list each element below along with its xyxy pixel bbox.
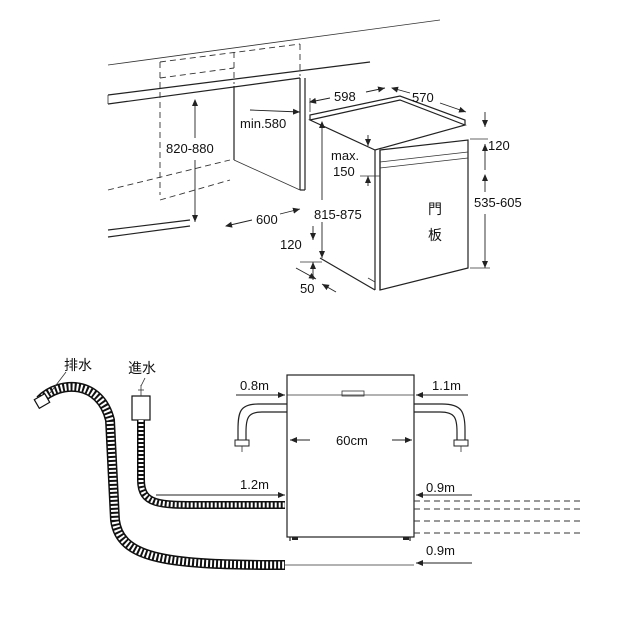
dim-right-1-1m: 1.1m	[414, 378, 469, 452]
dim-plinth: 120 50	[280, 226, 337, 296]
hose-drawing: 排水 進水	[33, 358, 582, 570]
dim-left-0-8m: 0.8m	[234, 378, 287, 452]
dim-60cm: 60cm	[290, 433, 412, 448]
installation-drawing: 820-880 min.580 600 門 板	[107, 19, 522, 296]
label-plinth-120: 120	[280, 237, 302, 252]
label-1-2m: 1.2m	[240, 477, 269, 492]
dim-570: 570	[391, 86, 467, 113]
dim-820-880: 820-880	[166, 99, 214, 222]
dim-max-150: max. 150	[331, 135, 380, 186]
dim-815-875: 815-875	[314, 121, 362, 258]
dim-drain-1-2m: 1.2m	[156, 477, 285, 498]
label-820-880: 820-880	[166, 141, 214, 156]
countertop	[107, 19, 441, 105]
label-600: 600	[256, 212, 278, 227]
label-598: 598	[334, 89, 356, 104]
dishwasher-front	[286, 374, 415, 541]
label-535-605: 535-605	[474, 195, 522, 210]
door-char-2: 板	[428, 228, 442, 244]
label-120-top: 120	[488, 138, 510, 153]
dim-535-605: 535-605	[470, 174, 522, 269]
cabinet-niche	[107, 78, 306, 238]
label-1-1m: 1.1m	[432, 378, 461, 393]
dim-120-top: 120	[470, 112, 510, 170]
dishwasher-body	[308, 95, 469, 291]
right-extension-hoses: 0.9m 0.9m	[414, 480, 582, 566]
label-min-580: min.580	[240, 116, 286, 131]
label-plinth-50: 50	[300, 281, 314, 296]
label-150: 150	[333, 164, 355, 179]
label-0-8m: 0.8m	[240, 378, 269, 393]
dim-min-580: min.580	[240, 108, 301, 131]
inlet-hose	[131, 377, 285, 509]
dim-600: 600	[225, 207, 301, 228]
label-60cm: 60cm	[336, 433, 368, 448]
label-max: max.	[331, 148, 359, 163]
label-drain: 排水	[64, 358, 92, 374]
dim-598: 598	[309, 86, 386, 112]
label-0-9m-bottom: 0.9m	[426, 543, 455, 558]
drain-hose	[33, 371, 286, 570]
label-570: 570	[412, 90, 434, 105]
door-char-1: 門	[428, 202, 442, 218]
label-inlet: 進水	[128, 361, 156, 377]
label-0-9m-top: 0.9m	[426, 480, 455, 495]
label-815-875: 815-875	[314, 207, 362, 222]
